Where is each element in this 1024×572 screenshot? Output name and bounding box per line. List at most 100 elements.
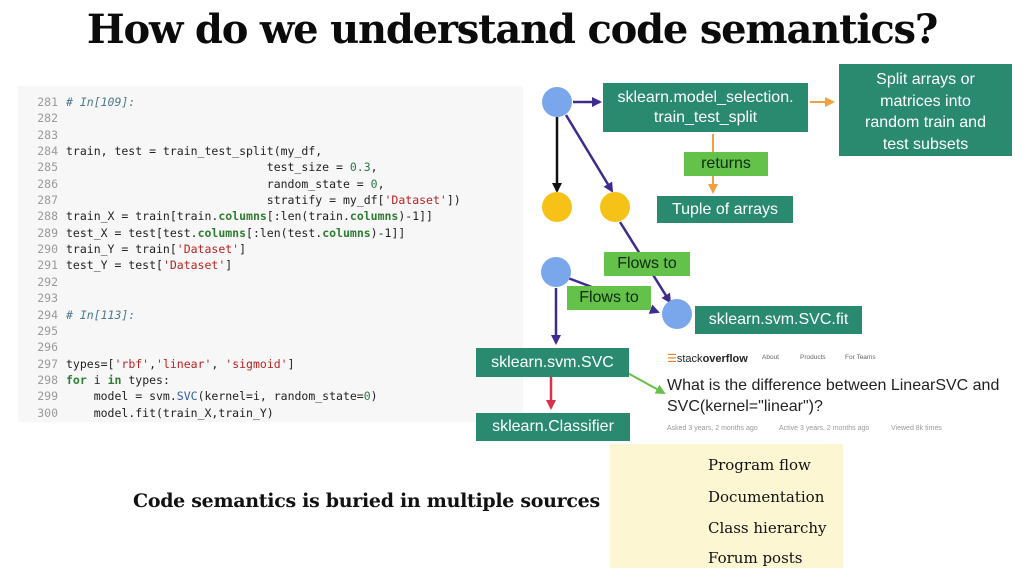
so-nav-about[interactable]: About [762,354,779,361]
returns-label: returns [684,152,768,176]
line-number: 292 [37,275,58,289]
code-text: train, test = train_test_split(my_df, [66,144,323,158]
code-number: 0 [363,389,371,403]
svc-fit-node: sklearn.svm.SVC.fit [695,306,862,334]
question-asked: Asked 3 years, 2 months ago [667,425,758,432]
line-number: 294 [37,308,58,322]
code-number: 0.3 [349,160,371,174]
line-number: 296 [37,340,58,354]
code-line: 286 random_state = 0, [18,176,384,192]
classifier-node: sklearn.Classifier [476,413,630,441]
code-keyword: columns [322,226,371,240]
code-function: SVC [176,389,198,403]
line-number: 295 [37,324,58,338]
code-keyword: in [107,373,122,387]
code-text: train_Y = train[ [66,242,177,256]
tuple-of-arrays-node: Tuple of arrays [657,196,793,223]
line-number: 289 [37,226,58,240]
forum-post-arrow [623,370,666,394]
code-line: 298 for i in types: [18,372,170,388]
code-line: 282 [18,110,66,126]
code-string: 'Dataset' [162,258,226,272]
line-number: 288 [37,209,58,223]
code-text: i [86,373,108,387]
code-comment: # In[113]: [66,308,136,322]
flows-to-label: Flows to [567,286,651,310]
documentation-node: Split arrays or matrices into random tra… [839,64,1012,156]
svc-node: sklearn.svm.SVC [476,348,629,377]
line-number: 285 [37,160,58,174]
code-string: 'rbf' [114,357,150,371]
code-keyword: columns [218,209,267,223]
code-string: 'sigmoid' [225,357,288,371]
variable-node [600,192,630,222]
so-nav-for-teams[interactable]: For Teams [845,354,876,361]
line-number: 300 [37,406,58,420]
code-text: , [149,357,157,371]
code-line: 290 train_Y = train['Dataset'] [18,241,246,257]
code-text: ] [239,242,247,256]
code-text: ] [225,258,233,272]
legend-program-flow: Program flow [708,456,811,474]
flows-to-label: Flows to [604,252,690,276]
so-nav-products[interactable]: Products [800,354,826,361]
code-string: 'Dataset' [384,193,447,207]
code-line: 292 [18,274,66,290]
code-text: (kernel=i, random_state= [197,389,364,403]
code-panel: 281 # In[109]: 282 283 284 train, test = t… [18,86,523,422]
code-text: ) [370,389,378,403]
legend: Program flow Documentation Class hierarc… [610,444,843,568]
variable-node [542,87,572,117]
line-number: 297 [37,357,58,371]
code-text: )-1]] [398,209,433,223]
line-number: 291 [37,258,58,272]
code-line: 293 [18,290,66,306]
code-keyword: columns [349,209,399,223]
code-number: 0 [370,177,378,191]
code-keyword: columns [197,226,247,240]
line-number: 290 [37,242,58,256]
code-string: 'Dataset' [176,242,240,256]
code-text: model = svm. [66,389,177,403]
code-line: 283 [18,127,66,143]
variable-node [541,257,571,287]
code-line: 281 # In[109]: [18,94,135,110]
code-text: test_X = test[test. [66,226,198,240]
code-line: 284 train, test = train_test_split(my_df, [18,143,322,159]
code-line: 296 [18,339,66,355]
line-number: 282 [37,111,58,125]
code-text: [:len(train. [266,209,350,223]
code-keyword: for [66,373,87,387]
code-text: [:len(test. [246,226,323,240]
legend-forum-posts: Forum posts [708,549,803,567]
question-viewed: Viewed 8k times [891,425,942,432]
code-text: types: [121,373,170,387]
code-text: ] [287,357,295,371]
code-comment: # In[109]: [66,95,136,109]
code-line: 300 model.fit(train_X,train_Y) [18,405,274,421]
slide-caption: Code semantics is buried in multiple sou… [133,490,600,512]
code-text: , [370,160,378,174]
stackoverflow-icon: ☰ [667,353,677,365]
line-number: 293 [37,291,58,305]
line-number: 283 [37,128,58,142]
code-text: , [211,357,226,371]
code-text: model.fit(train_X,train_Y) [66,406,274,420]
train-test-split-node: sklearn.model_selection. train_test_spli… [603,83,808,132]
legend-class-hierarchy: Class hierarchy [708,519,827,537]
code-text: types=[ [66,357,115,371]
line-number: 284 [37,144,58,158]
line-number: 298 [37,373,58,387]
code-line: 285 test_size = 0.3, [18,159,378,175]
legend-documentation: Documentation [708,488,825,506]
code-text: test_Y = test[ [66,258,163,272]
line-number: 281 [37,95,58,109]
variable-node [542,192,572,222]
forum-question-title[interactable]: What is the difference between LinearSVC… [667,377,1000,415]
code-text: ]) [446,193,461,207]
code-text: )-1]] [370,226,406,240]
slide-title: How do we understand code semantics? [86,6,938,53]
question-active: Active 3 years, 2 months ago [779,425,870,432]
line-number: 299 [37,389,58,403]
